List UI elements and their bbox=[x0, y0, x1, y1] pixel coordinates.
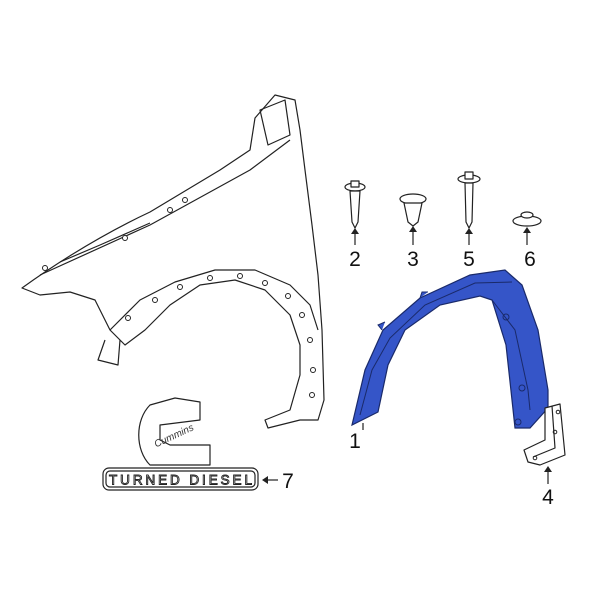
callout-6: 6 bbox=[524, 248, 536, 271]
bolt-2 bbox=[344, 180, 366, 245]
push-retainer-3 bbox=[399, 193, 427, 245]
callout-2: 2 bbox=[349, 248, 361, 271]
callout-5: 5 bbox=[463, 248, 475, 271]
emblem-7: Cummins TURNED DIESEL bbox=[102, 397, 278, 491]
fender-flare bbox=[351, 269, 549, 429]
callout-4: 4 bbox=[542, 486, 554, 509]
bolt-5 bbox=[457, 171, 481, 245]
callout-1: 1 bbox=[349, 430, 361, 453]
callout-7: 7 bbox=[282, 470, 294, 493]
callout-3: 3 bbox=[407, 248, 419, 271]
bracket-4 bbox=[523, 403, 566, 484]
clip-nut-6 bbox=[512, 211, 542, 245]
fender bbox=[21, 94, 325, 429]
